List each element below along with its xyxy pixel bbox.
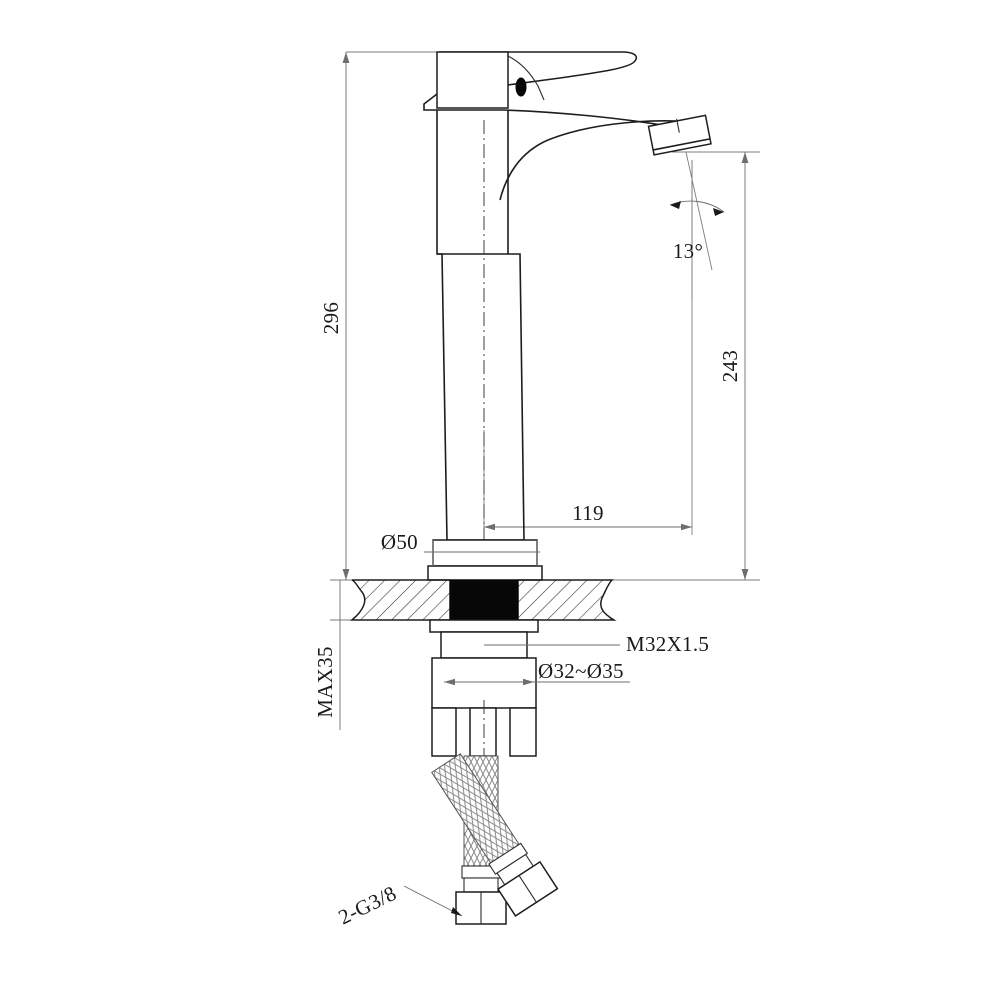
handle-pivot-indicator bbox=[515, 77, 527, 97]
riser-column-outline bbox=[436, 110, 525, 541]
leader-thread-spec: M32X1.5 bbox=[484, 632, 709, 656]
dimension-overall-height: 296 bbox=[319, 52, 350, 580]
supply-hoses bbox=[431, 753, 559, 925]
spout-outlet-aerator bbox=[647, 114, 712, 156]
dimension-spout-reach: 119 bbox=[483, 160, 693, 535]
countertop-left bbox=[349, 579, 451, 621]
dimension-label-spout-reach: 119 bbox=[572, 501, 604, 525]
countertop-right bbox=[517, 579, 617, 621]
mounting-gasket-seal bbox=[449, 579, 519, 621]
dimension-spout-height: 243 bbox=[718, 152, 749, 580]
hose-right-shank bbox=[463, 877, 499, 893]
mounting-hardware bbox=[429, 619, 539, 775]
dimension-label-overall-height: 296 bbox=[319, 302, 343, 334]
aerator-base-line bbox=[652, 138, 711, 151]
dimension-label-thread-spec: M32X1.5 bbox=[626, 632, 709, 656]
dimension-label-hose-thread: 2-G3/8 bbox=[335, 881, 401, 929]
dimension-label-hole-diameter: Ø32~Ø35 bbox=[538, 659, 624, 683]
nut-prong-right bbox=[509, 707, 537, 757]
nut-prong-left bbox=[431, 707, 457, 757]
dimension-label-spout-height: 243 bbox=[718, 350, 742, 382]
spout-lower-profile bbox=[499, 120, 677, 201]
dimension-label-base-diameter: Ø50 bbox=[381, 530, 418, 554]
dimension-outlet-angle: 13° bbox=[669, 151, 725, 300]
base-escutcheon bbox=[432, 539, 538, 567]
leader-hose-thread: 2-G3/8 bbox=[335, 881, 463, 929]
dimension-label-deck-thickness: MAX35 bbox=[313, 646, 337, 718]
countertop-section bbox=[349, 579, 617, 621]
faucet-body bbox=[423, 51, 712, 790]
hose-left-group bbox=[431, 753, 559, 917]
handle-block bbox=[436, 51, 509, 109]
leader-base-diameter: Ø50 bbox=[381, 530, 540, 566]
leader-hole-diameter: Ø32~Ø35 bbox=[444, 659, 630, 686]
aerator-center-tick bbox=[676, 118, 680, 133]
handle-neck-taper bbox=[423, 93, 438, 111]
nut-prong-center bbox=[469, 707, 497, 757]
base-flange-plate bbox=[427, 565, 543, 581]
dimension-label-outlet-angle: 13° bbox=[673, 239, 703, 263]
mounting-washer bbox=[429, 619, 539, 633]
handle-inner-contour bbox=[507, 55, 545, 101]
dimension-deck-thickness: MAX35 bbox=[313, 580, 341, 730]
hose-left-nut-facet bbox=[518, 875, 537, 903]
